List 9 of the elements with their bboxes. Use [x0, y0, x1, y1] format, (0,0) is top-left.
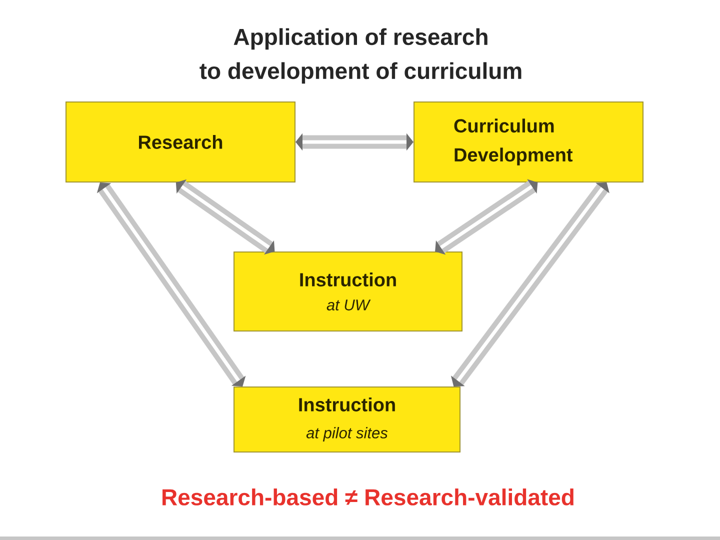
- process-box: Instruction at UW: [234, 252, 462, 332]
- double-arrow: [435, 179, 538, 255]
- process-box: Curriculum Development: [414, 102, 644, 182]
- title: Application of research to development of curriculum: [200, 28, 522, 84]
- double-arrow: [296, 133, 414, 151]
- double-arrow: [96, 182, 246, 386]
- note-text: Research-based ≠ Research-validated: [162, 488, 574, 506]
- process-box: Research: [66, 102, 296, 182]
- process-box: Instruction at pilot sites: [234, 386, 460, 452]
